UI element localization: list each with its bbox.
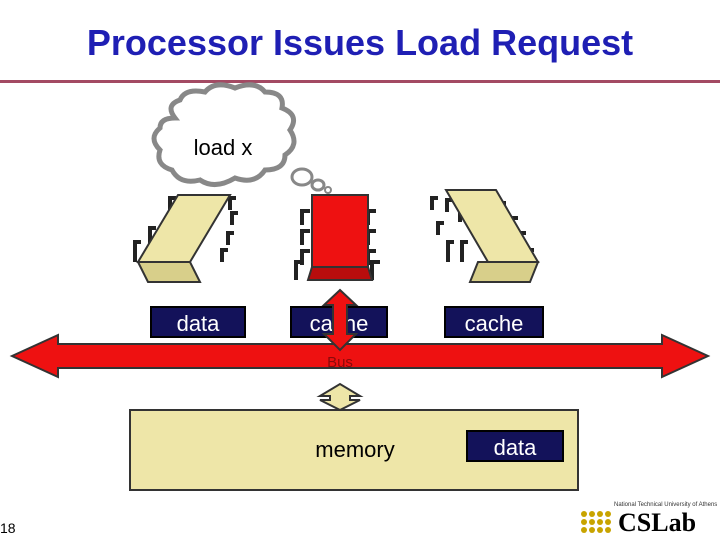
bubble-text: load x	[193, 135, 253, 160]
slide-number: 18	[0, 520, 16, 536]
memory-data-label: data	[466, 430, 564, 462]
thought-bubble	[151, 82, 332, 194]
processor-3	[430, 189, 540, 283]
logo-grid-icon	[581, 511, 611, 533]
processor-2	[294, 194, 380, 281]
title-rule	[0, 80, 720, 83]
cache-1-label: data	[150, 306, 246, 338]
bus-label: Bus	[327, 354, 353, 371]
logo-subtitle: National Technical University of Athens	[614, 502, 718, 508]
cache-3-label: cache	[444, 306, 544, 338]
slide-title: Processor Issues Load Request	[86, 22, 634, 63]
cslab-logo: National Technical University of Athens …	[578, 500, 718, 540]
memory-label: memory	[315, 437, 395, 462]
processor-1	[133, 194, 238, 283]
logo-text: CSLab	[618, 508, 697, 537]
bus-arrow	[9, 333, 711, 379]
